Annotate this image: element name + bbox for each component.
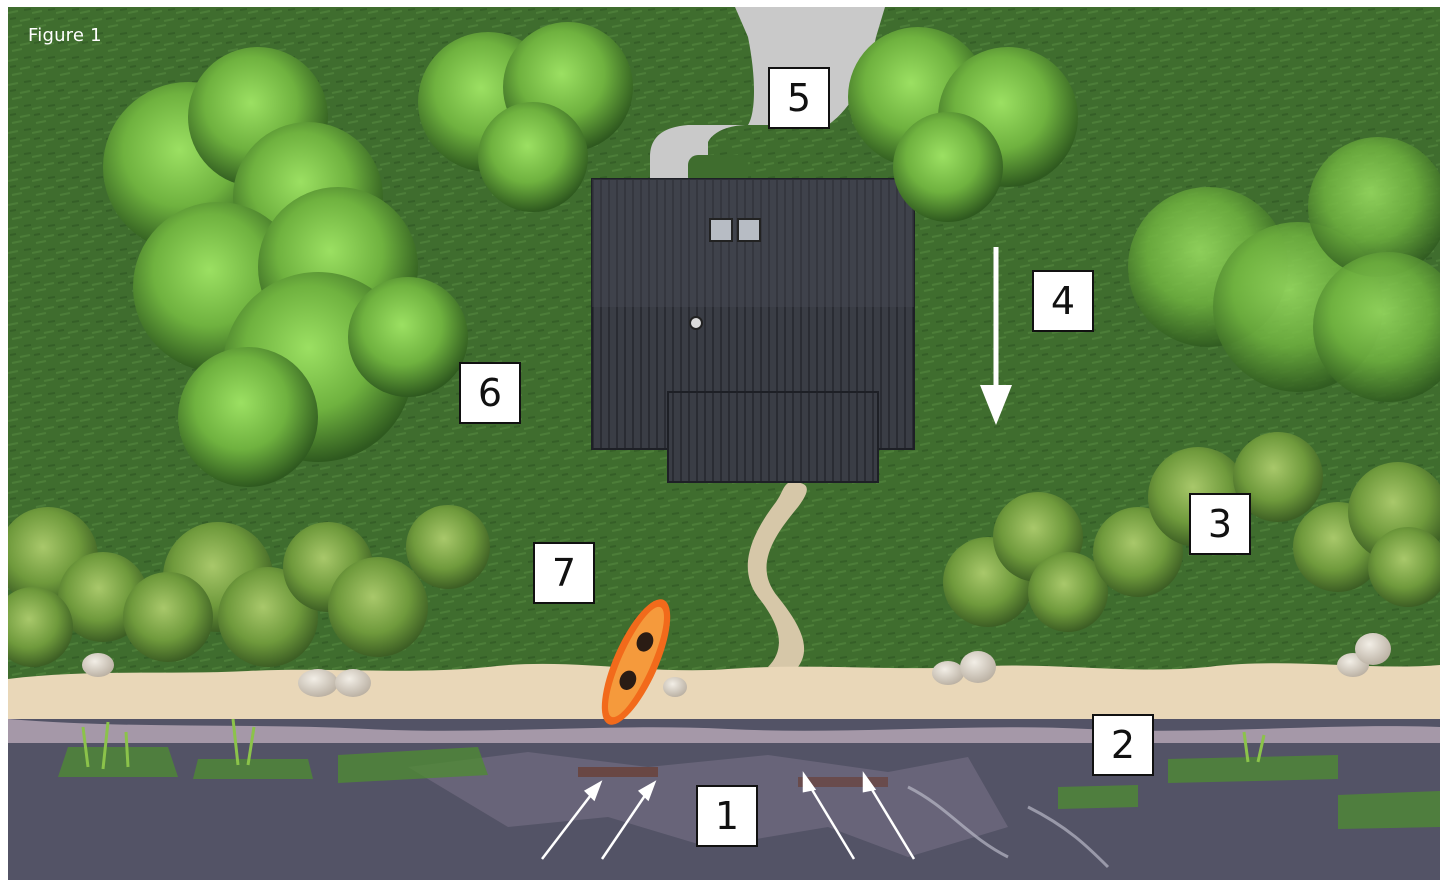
- marker-4: 4: [1032, 270, 1094, 332]
- site-plan: Figure 1 1 2 3 4 5 6 7: [8, 7, 1440, 880]
- marker-3: 3: [1189, 493, 1251, 555]
- marker-5: 5: [768, 67, 830, 129]
- figure-label: Figure 1: [28, 25, 102, 46]
- site-plan-illustration: [8, 7, 1440, 880]
- marker-7: 7: [533, 542, 595, 604]
- house: [592, 179, 914, 482]
- marker-1: 1: [696, 785, 758, 847]
- marker-6: 6: [459, 362, 521, 424]
- marker-2: 2: [1092, 714, 1154, 776]
